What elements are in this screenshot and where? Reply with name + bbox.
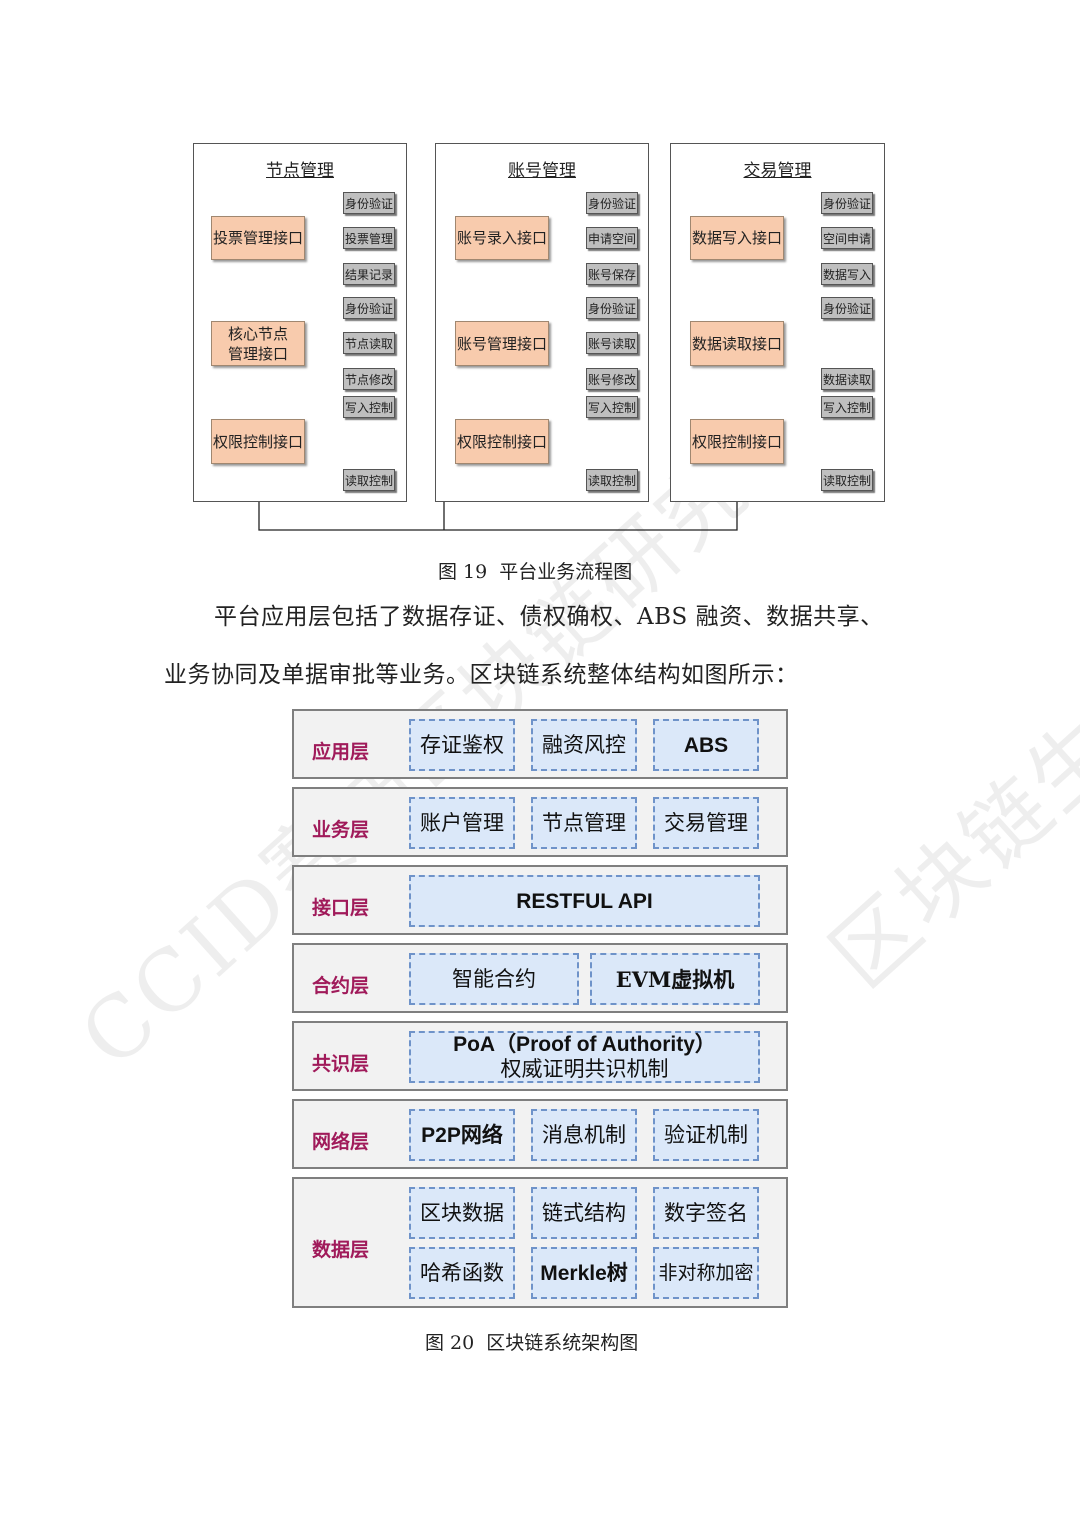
component-box: 智能合约 — [409, 953, 579, 1005]
sub-function-box: 身份验证 — [343, 297, 395, 319]
component-box: 验证机制 — [653, 1109, 759, 1161]
panel-title: 交易管理 — [743, 161, 812, 181]
sub-function-box: 身份验证 — [586, 297, 638, 319]
sub-function-box: 写入控制 — [586, 396, 638, 418]
layer-label: 数据层 — [312, 1239, 370, 1261]
sub-function-box: 身份验证 — [821, 297, 873, 319]
component-box: 节点管理 — [531, 797, 637, 849]
component-box: 融资风控 — [531, 719, 637, 771]
component-box: PoA（Proof of Authority） 权威证明共识机制 — [409, 1031, 760, 1083]
component-box: ABS — [653, 719, 759, 771]
panel-title: 节点管理 — [266, 161, 334, 181]
layer-business: 业务层 账户管理 节点管理 交易管理 — [292, 787, 788, 857]
sub-function-box: 身份验证 — [586, 192, 638, 214]
component-box: P2P网络 — [409, 1109, 515, 1161]
sub-function-box: 读取控制 — [821, 469, 873, 491]
sub-function-box: 身份验证 — [821, 192, 873, 214]
panel-title: 账号管理 — [508, 161, 576, 181]
interface-box: 账号录入接口 — [455, 216, 549, 260]
interface-box: 核心节点管理接口 — [211, 321, 305, 366]
layer-label: 网络层 — [312, 1131, 370, 1153]
figure-19-caption: 图 19 平台业务流程图 — [438, 561, 633, 583]
component-box: 存证鉴权 — [409, 719, 515, 771]
paragraph-line-2: 业务协同及单据审批等业务。区块链系统整体结构如图所示： — [164, 662, 799, 688]
layer-data: 数据层 区块数据 链式结构 数字签名 哈希函数 Merkle树 非对称加密 — [292, 1177, 788, 1308]
component-box: 账户管理 — [409, 797, 515, 849]
sub-function-box: 读取控制 — [586, 469, 638, 491]
component-box: RESTFUL API — [409, 875, 760, 927]
sub-function-box: 账号保存 — [586, 263, 638, 285]
interface-box: 数据写入接口 — [690, 216, 784, 260]
sub-function-box: 身份验证 — [343, 192, 395, 214]
figure-20-caption: 图 20 区块链系统架构图 — [425, 1332, 639, 1354]
sub-function-box: 数据写入 — [821, 263, 873, 285]
component-box: 数字签名 — [653, 1187, 759, 1239]
interface-box: 账号管理接口 — [455, 321, 549, 366]
component-box: 交易管理 — [653, 797, 759, 849]
component-box: Merkle树 — [531, 1247, 637, 1299]
sub-function-box: 节点修改 — [343, 368, 395, 390]
sub-function-box: 账号修改 — [586, 368, 638, 390]
sub-function-box: 写入控制 — [821, 396, 873, 418]
layer-label: 接口层 — [312, 897, 370, 919]
sub-function-box: 数据读取 — [821, 368, 873, 390]
layer-interface: 接口层 RESTFUL API — [292, 865, 788, 935]
sub-function-box: 空间申请 — [821, 227, 873, 249]
sub-function-box: 写入控制 — [343, 396, 395, 418]
interface-box: 投票管理接口 — [211, 216, 305, 260]
layer-label: 合约层 — [312, 975, 370, 997]
layer-label: 业务层 — [312, 819, 370, 841]
component-box: 哈希函数 — [409, 1247, 515, 1299]
component-box: EVM虚拟机 — [590, 953, 760, 1005]
consensus-subtitle: 权威证明共识机制 — [500, 1057, 669, 1081]
layer-consensus: 共识层 PoA（Proof of Authority） 权威证明共识机制 — [292, 1021, 788, 1091]
interface-box: 权限控制接口 — [211, 419, 305, 464]
layer-contract: 合约层 智能合约 EVM虚拟机 — [292, 943, 788, 1013]
interface-box: 权限控制接口 — [455, 419, 549, 464]
component-box: 非对称加密 — [653, 1247, 759, 1299]
layer-network: 网络层 P2P网络 消息机制 验证机制 — [292, 1099, 788, 1169]
layer-label: 共识层 — [312, 1053, 370, 1075]
sub-function-box: 节点读取 — [343, 332, 395, 354]
paragraph-line-1: 平台应用层包括了数据存证、债权确权、ABS 融资、数据共享、 — [214, 604, 884, 630]
component-box: 消息机制 — [531, 1109, 637, 1161]
sub-function-box: 申请空间 — [586, 227, 638, 249]
sub-function-box: 读取控制 — [343, 469, 395, 491]
watermark-text-2: 区块链生态联盟 — [812, 521, 1080, 1007]
consensus-title: PoA（Proof of Authority） — [453, 1033, 716, 1056]
component-box: 链式结构 — [531, 1187, 637, 1239]
sub-function-box: 账号读取 — [586, 332, 638, 354]
layer-label: 应用层 — [312, 741, 370, 763]
interface-box: 权限控制接口 — [690, 419, 784, 464]
component-box: 区块数据 — [409, 1187, 515, 1239]
sub-function-box: 结果记录 — [343, 263, 395, 285]
sub-function-box: 投票管理 — [343, 227, 395, 249]
layer-application: 应用层 存证鉴权 融资风控 ABS — [292, 709, 788, 779]
interface-box: 数据读取接口 — [690, 321, 784, 366]
